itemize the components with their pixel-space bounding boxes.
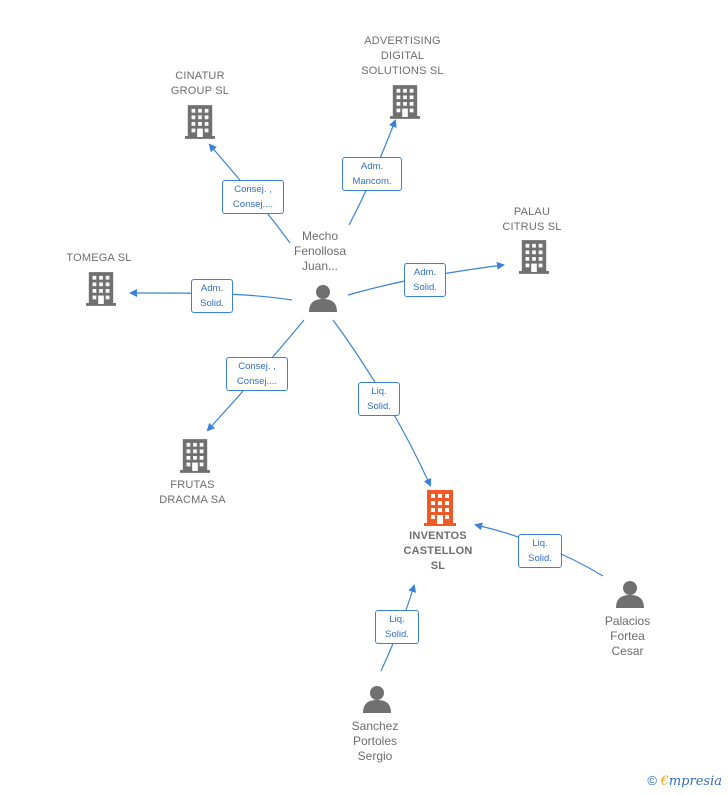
brand-name: mpresia — [668, 774, 722, 789]
edge-label-frutas: Consej. , Consej.... — [226, 357, 288, 391]
edge-label-inventos-mecho: Liq. Solid. — [358, 382, 400, 416]
sanchez-label[interactable]: Sanchez Portoles Sergio — [351, 719, 399, 763]
palacios-person-icon[interactable] — [616, 581, 644, 608]
edge-label-palau: Adm. Solid. — [404, 263, 446, 297]
copyright-symbol: © — [647, 773, 657, 788]
mecho-label[interactable]: Mecho Fenollosa Juan... — [293, 229, 347, 273]
frutas-label[interactable]: FRUTAS DRACMA SA — [159, 479, 226, 506]
cinatur-building-icon[interactable] — [185, 105, 215, 139]
tomega-label[interactable]: TOMEGA SL — [66, 252, 132, 264]
edge-label-inventos-palacios: Liq. Solid. — [518, 534, 562, 568]
edge-label-inventos-sanchez: Liq. Solid. — [375, 610, 419, 644]
frutas-building-icon[interactable] — [180, 439, 210, 473]
inventos-building-icon[interactable] — [424, 490, 456, 526]
edge-label-advertising: Adm. Mancom. — [342, 157, 402, 191]
mecho-person-icon[interactable] — [309, 285, 337, 312]
palau-label[interactable]: PALAU CITRUS SL — [502, 206, 562, 233]
palau-building-icon[interactable] — [519, 240, 549, 274]
brand-e: € — [660, 774, 669, 789]
empresia-logo[interactable]: © €mpresia — [647, 773, 722, 789]
advertising-building-icon[interactable] — [390, 85, 420, 119]
sanchez-person-icon[interactable] — [363, 686, 391, 713]
inventos-label[interactable]: INVENTOS CASTELLON SL — [403, 530, 473, 572]
advertising-label[interactable]: ADVERTISING DIGITAL SOLUTIONS SL — [361, 35, 444, 77]
edge-label-tomega: Adm. Solid. — [191, 279, 233, 313]
tomega-building-icon[interactable] — [86, 272, 116, 306]
palacios-label[interactable]: Palacios Fortea Cesar — [604, 614, 651, 658]
edge-label-cinatur: Consej. , Consej.... — [222, 180, 284, 214]
cinatur-label[interactable]: CINATUR GROUP SL — [170, 70, 230, 97]
